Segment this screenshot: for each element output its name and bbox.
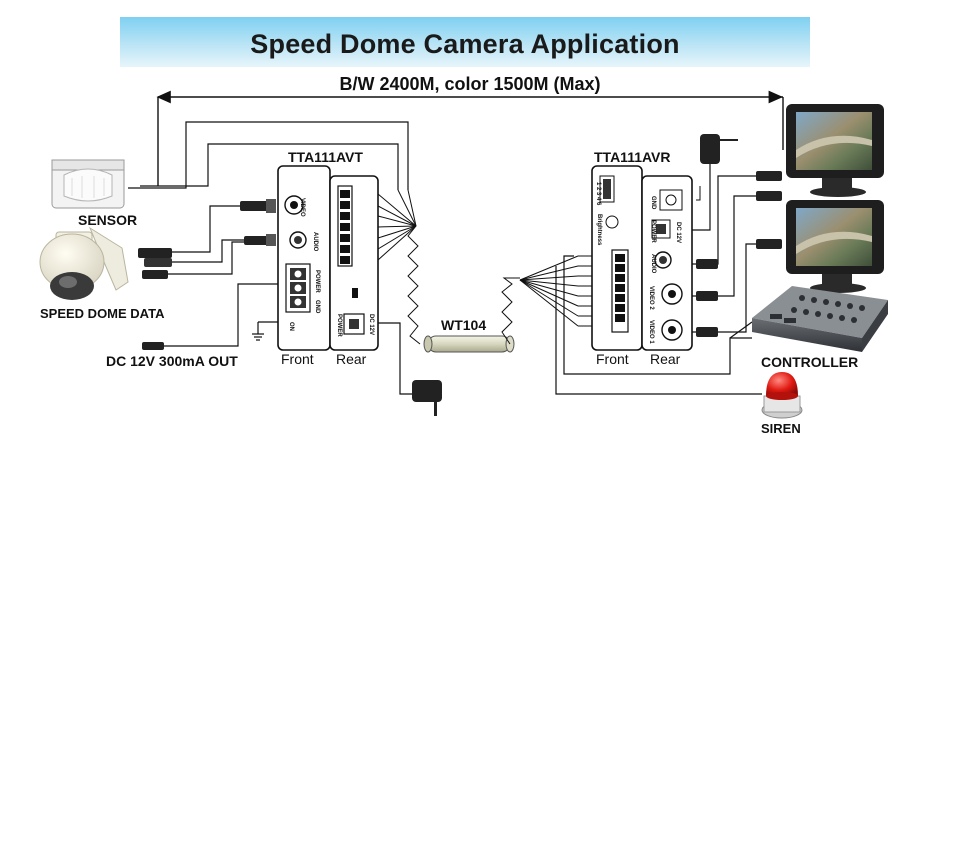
siren-icon [761, 372, 803, 419]
controller-label: CONTROLLER [761, 354, 859, 370]
transmitter-rear-label: Rear [336, 351, 367, 367]
receiver-power-adapter-icon [692, 134, 738, 231]
rx-audio-text: AUDIO [650, 254, 656, 274]
speed-dome-label: SPEED DOME DATA [40, 306, 165, 321]
rx-video2-text: VIDEO 2 [648, 286, 654, 310]
monitor-1-icon [786, 104, 884, 197]
title-banner: Speed Dome Camera Application [120, 17, 810, 67]
monitor-2-icon [786, 200, 884, 293]
receiver-output-cables [555, 175, 762, 395]
transmitter-front-panel [277, 165, 331, 351]
receiver-rear-panel [641, 175, 693, 351]
receiver-wires [519, 255, 596, 327]
sensor-label: SENSOR [78, 212, 138, 228]
dc-plug-icon [142, 342, 164, 350]
rx-brightness-text: Brightness [596, 214, 602, 246]
controller-icon [752, 286, 888, 352]
ground-symbol [252, 321, 280, 341]
camera-cables [128, 121, 409, 347]
rx-power-text: POWER [650, 220, 656, 243]
siren-label: SIREN [761, 421, 801, 436]
rx-dc12v-text: DC 12V [675, 222, 681, 244]
motion-sensor-icon [51, 159, 125, 209]
tx-dc12v-text: DC 12V [368, 314, 374, 336]
wt104-cable [423, 277, 520, 353]
tx-gnd-text: GND [314, 300, 320, 314]
tx-video-text: VIDEO [299, 198, 305, 217]
transmitter-front-label: Front [281, 351, 314, 367]
rx-dip-text: 1 2 3 4 6 [595, 182, 601, 206]
receiver-rear-label: Rear [650, 351, 681, 367]
distance-label: B/W 2400M, color 1500M (Max) [339, 74, 601, 94]
video-plug-icon [138, 199, 276, 267]
transmitter-wires [377, 189, 421, 345]
monitor-plugs [696, 171, 782, 337]
receiver-label: TTA111AVR [594, 149, 671, 165]
distance-arrow [156, 90, 784, 186]
receiver-front-label: Front [596, 351, 629, 367]
tx-on-text: ON [288, 322, 294, 331]
cable-label: WT104 [441, 317, 487, 333]
transmitter-rear-panel [329, 175, 379, 351]
tx-audio-text: AUDIO [312, 232, 318, 252]
tx-rear-power-text: POWER [336, 314, 342, 337]
tx-power-text: POWER [314, 270, 320, 293]
speed-dome-camera-icon [39, 226, 129, 300]
audio-plug-icon [142, 234, 276, 279]
diagram-title: Speed Dome Camera Application [250, 29, 680, 59]
power-adapter-icon [378, 322, 442, 416]
dc-out-label: DC 12V 300mA OUT [106, 353, 238, 369]
rx-gnd-text: GND [650, 196, 656, 210]
receiver-front-panel [591, 165, 643, 351]
transmitter-label: TTA111AVT [288, 149, 363, 165]
rx-video1-text: VIDEO 1 [648, 320, 654, 344]
